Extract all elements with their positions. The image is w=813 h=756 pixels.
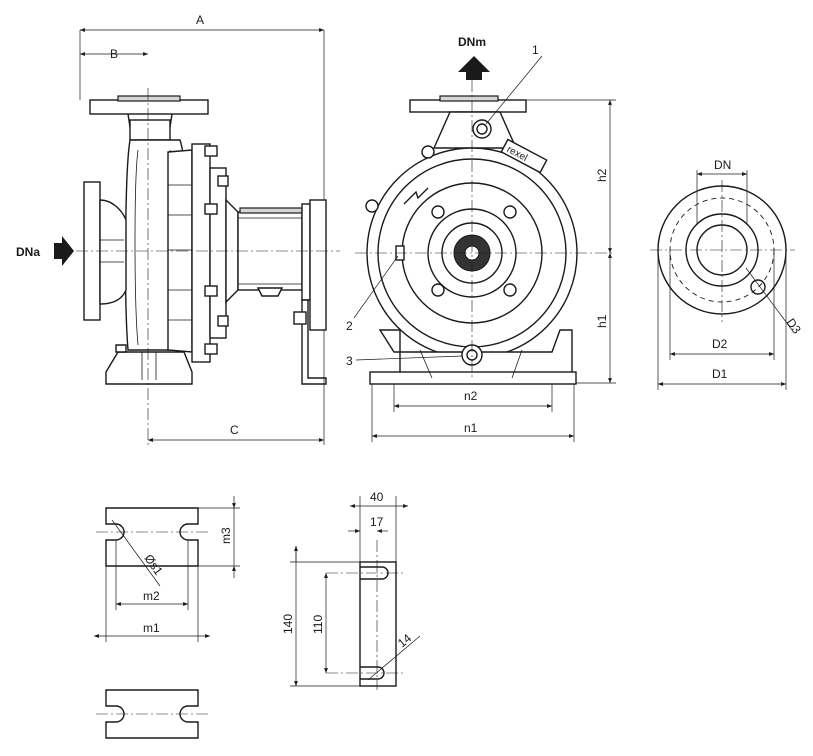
motor-support-bracket — [301, 299, 327, 385]
front-bolt-holes — [431, 205, 517, 297]
flange-gasket — [117, 95, 181, 102]
dim-c-label: C — [230, 423, 239, 437]
dim-h2-label: h2 — [595, 168, 609, 182]
front-view: rexel DNm 1 2 3 h2 h1 n2 — [346, 35, 616, 442]
dim-n2-label: n2 — [464, 389, 478, 403]
dim-14-label: 14 — [395, 631, 414, 651]
vent-plug — [472, 119, 492, 139]
dim-110-label: 110 — [311, 615, 325, 634]
suction-neck — [99, 199, 127, 305]
dim-m1-label: m1 — [143, 621, 160, 635]
dna-label: DNa — [16, 245, 40, 259]
base-plate — [369, 371, 577, 385]
front-discharge-flange — [409, 99, 527, 113]
rotation-arrow — [403, 187, 429, 205]
bracket-detail: 40 17 140 110 14 — [281, 490, 421, 690]
side-view: DNa A B C — [16, 13, 340, 445]
back-plate-bolts — [204, 145, 229, 355]
bracket-slot-bottom — [360, 666, 385, 680]
flange-view: DN D2 D1 D3 — [650, 158, 804, 390]
discharge-arrow — [458, 56, 490, 80]
dim-n1-label: n1 — [464, 421, 478, 435]
motor-end-flange — [309, 199, 327, 331]
discharge-flange — [89, 99, 209, 115]
dim-40-label: 40 — [370, 490, 384, 504]
suction-arrow — [54, 236, 74, 266]
dim-b-label: B — [110, 47, 118, 61]
dim-d1-label: D1 — [712, 367, 728, 381]
dim-d3-label: D3 — [784, 316, 804, 337]
bracket-plate — [359, 561, 397, 687]
dim-a-label: A — [196, 13, 204, 27]
dim-h1-label: h1 — [595, 314, 609, 328]
dim-m3-label: m3 — [219, 527, 233, 544]
dim-m2-label: m2 — [143, 589, 160, 603]
flange-bolt-hole — [750, 279, 766, 295]
dim-d2-label: D2 — [712, 337, 728, 351]
callout-2: 2 — [346, 319, 353, 333]
dim-140-label: 140 — [281, 614, 295, 634]
back-plate — [191, 143, 211, 363]
dim-17-label: 17 — [370, 515, 384, 529]
dnm-label: DNm — [458, 35, 486, 49]
pump-foot — [105, 351, 193, 385]
dim-dn-label: DN — [714, 158, 731, 172]
foot-detail: Øs1 m3 m2 m1 — [94, 496, 240, 739]
callout-1: 1 — [532, 43, 539, 57]
callout-3: 3 — [346, 354, 353, 368]
